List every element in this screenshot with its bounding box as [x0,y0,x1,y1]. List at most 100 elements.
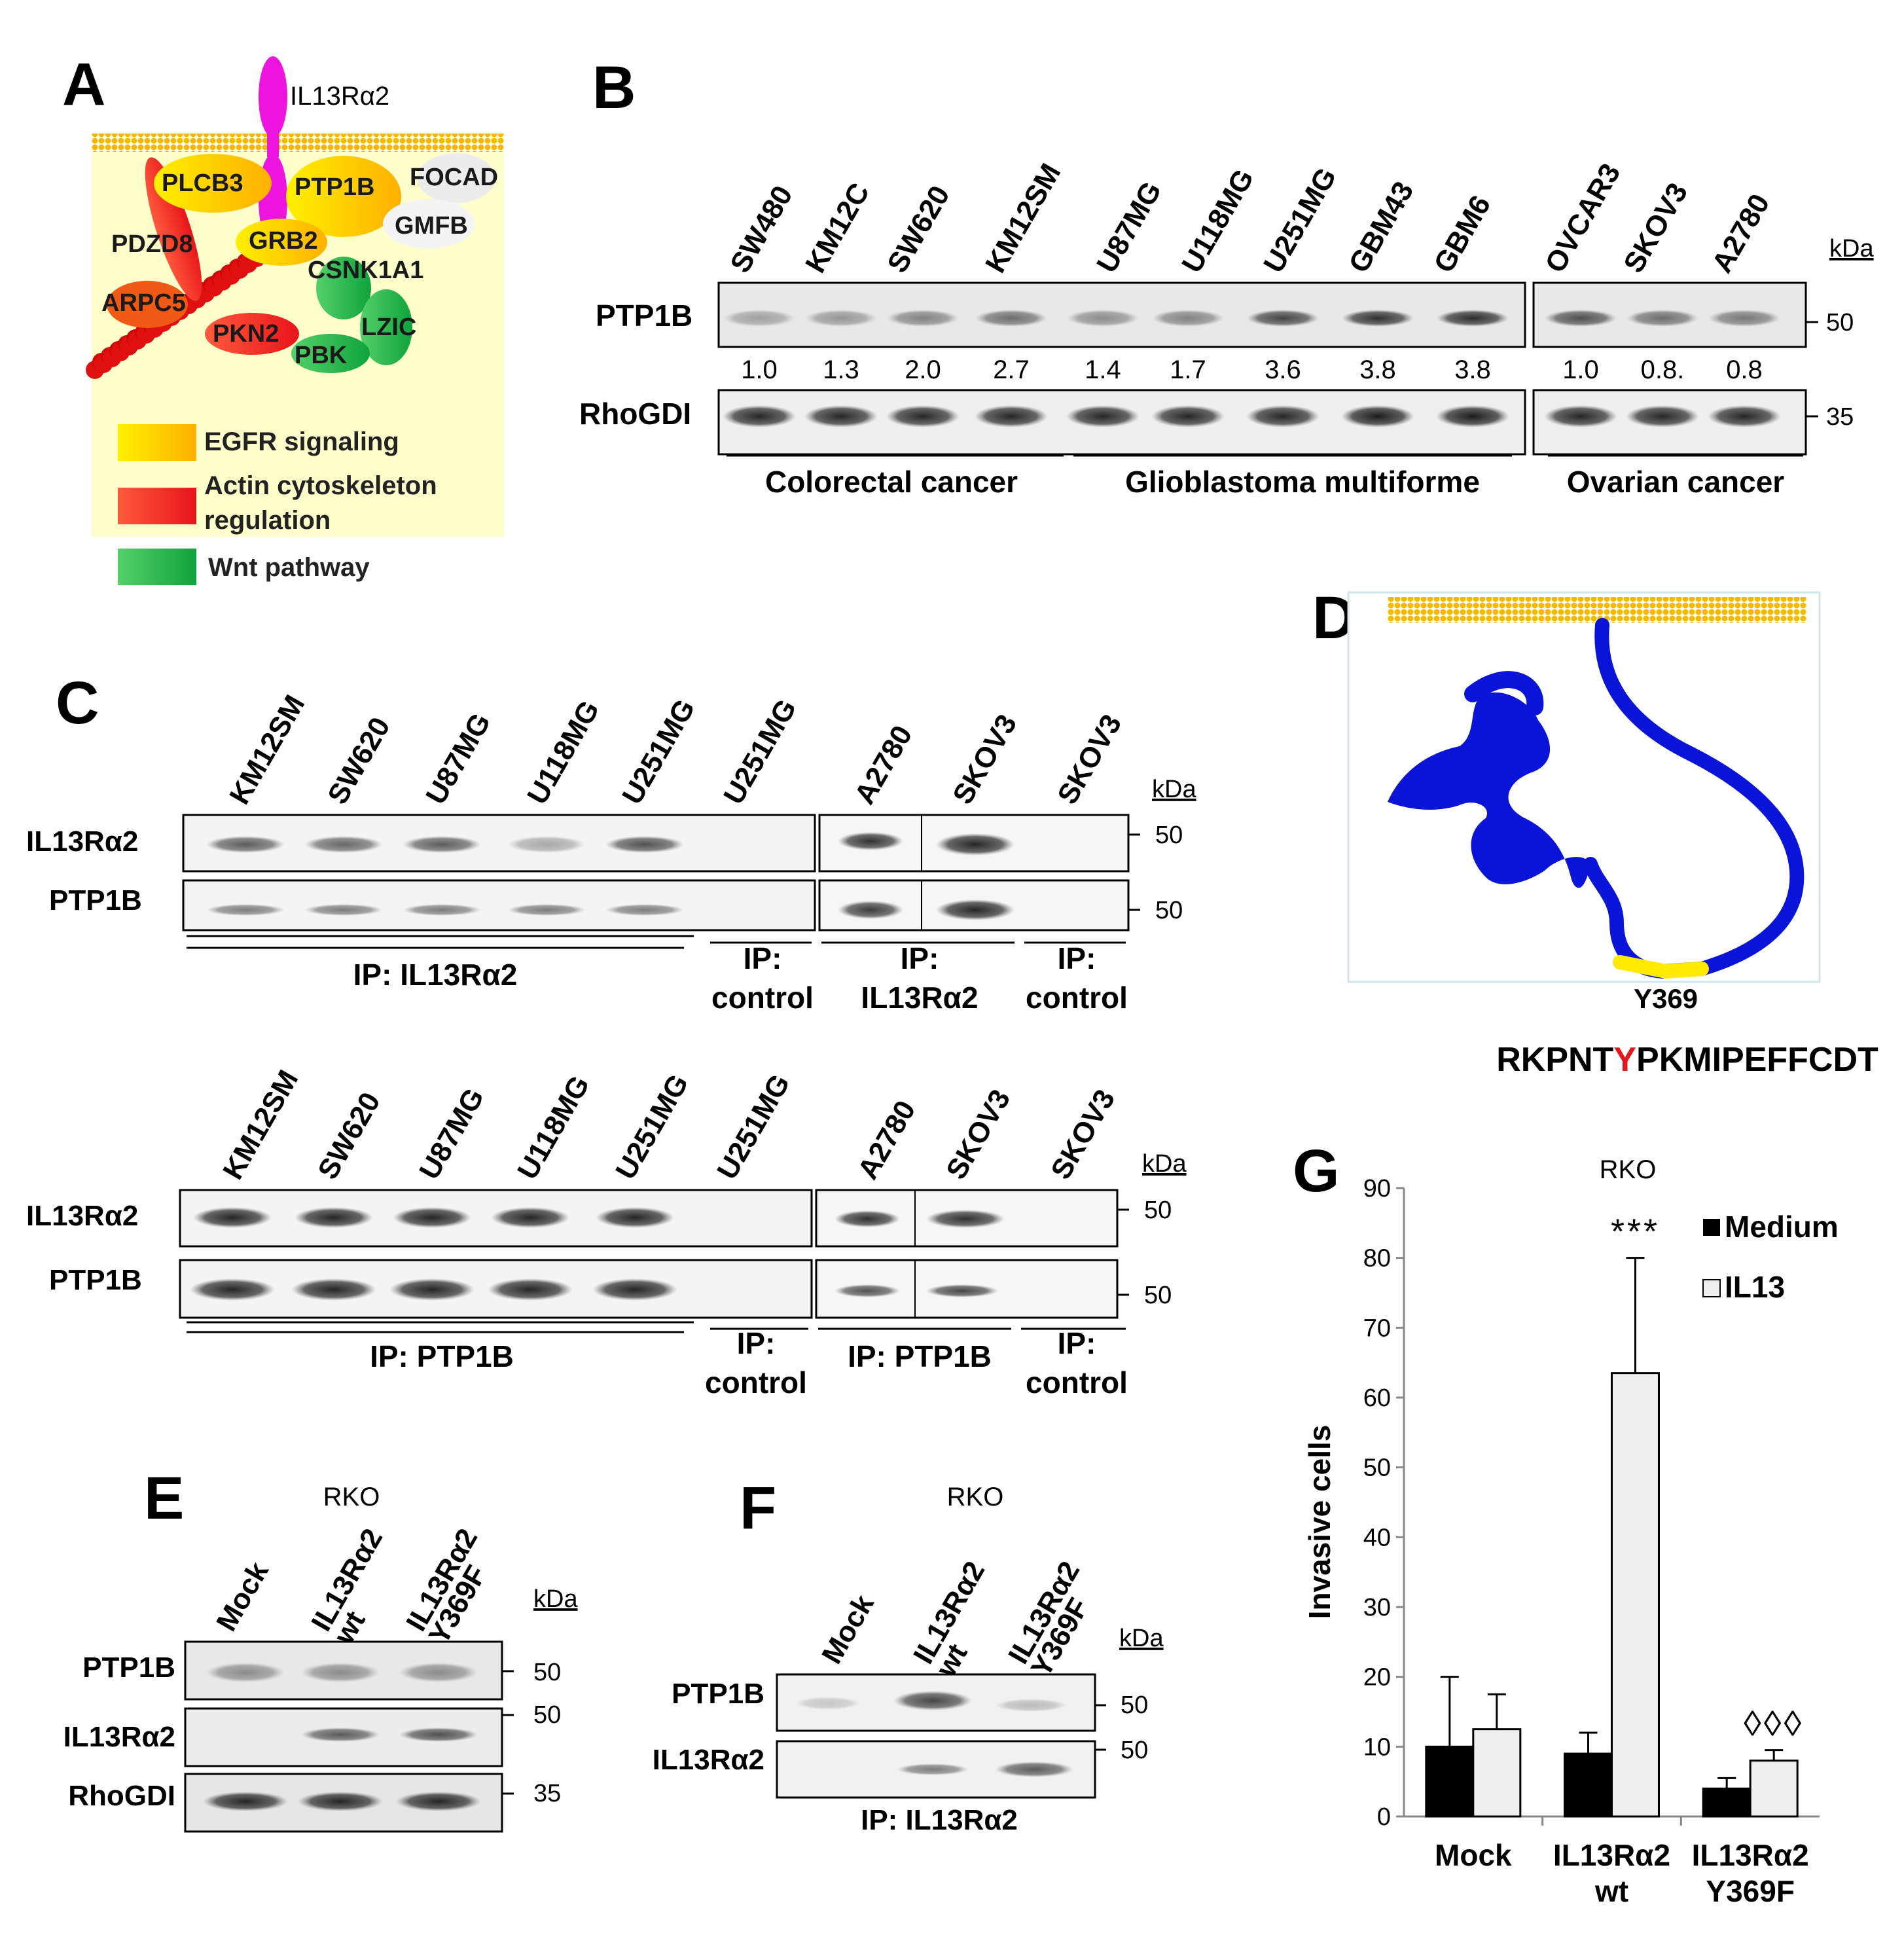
y-tick-label: 70 [1363,1314,1391,1342]
helix-ribbon [1388,692,1590,888]
il13-band [301,1727,380,1742]
blot-b-lane-label-line: U87MG [1090,176,1168,278]
row-label-c-top-il13: IL13Rα2 [26,825,138,858]
blot-c-top-lane-label: U118MG [521,695,605,810]
kda-label-e: kDa [533,1585,578,1613]
blot-c-bot-lane-label-line: SW620 [312,1087,387,1185]
blot-b-lane-label: SW480 [724,181,799,278]
y-axis-label: Invasive cells [1302,1425,1337,1619]
quant-value: 0.8 [1726,355,1763,384]
quant-value: 1.3 [823,355,859,384]
row-label-e-ptp1b: PTP1B [82,1652,175,1684]
rhogdi-band [723,405,796,427]
legend-label-actin-2: regulation [204,506,331,535]
ptp1b-band [1708,310,1780,327]
y-tick-label: 30 [1363,1594,1391,1621]
il13-band [403,836,481,853]
blot-b-lane-label: SW620 [881,181,956,278]
blot-e-lane-label-line: Mock [210,1557,275,1636]
lzic-shape [360,289,412,365]
rhogdi-band [975,405,1048,427]
rhogdi-band [886,405,960,427]
blot-c-bot-lane-label: SKOV3 [1045,1084,1121,1185]
blot-c-bot-lane-label-line: KM12SM [217,1065,304,1185]
structure-membrane [1388,597,1806,623]
arpc5-shape [107,281,188,328]
bar [1472,1728,1522,1818]
y369-residue [1613,955,1709,979]
cell-line-f: RKO [947,1483,1004,1511]
blot-e-lane-label: Mock [210,1557,275,1636]
blot-f-lane-label: Mock [816,1589,880,1669]
ip-label-c-top-3: control [711,981,814,1015]
panel-letter-c: C [56,670,99,736]
panel-g: G RKO Invasive cells 0102030405060708090… [1293,1138,1839,1908]
ptp1b-shape [286,156,401,237]
blot-c-top-ptp1b-left [182,879,816,931]
receptor-shape [259,56,287,137]
ptp1b-band [926,1284,998,1297]
ptp1b-band [399,1663,478,1682]
row-label-c-bot-ptp1b: PTP1B [49,1264,142,1296]
ptp1b-band [1626,310,1698,327]
group-label-colorectal: Colorectal cancer [765,465,1018,499]
y-tick-label: 90 [1363,1175,1391,1202]
blot-c-top-lane-label: SW620 [321,712,397,810]
blot-c-top-lane-label: U87MG [420,708,497,810]
cell-line-e: RKO [323,1483,380,1511]
il13-band [304,836,383,853]
quant-value: 1.0 [741,355,778,384]
blot-c-top-lane-label: U251MG [717,694,802,810]
csnk1a1-shape [316,257,371,319]
protein-label-pbk: PBK [295,342,348,369]
marker-35-b: 35 [1826,403,1854,431]
protein-label-ptp1b: PTP1B [295,173,374,201]
ptp1b-band [507,904,586,916]
blot-c-bot-lane-label: U87MG [413,1083,490,1185]
blot-c-bot-lane-label-line: U87MG [413,1083,490,1185]
y-tick-label: 80 [1363,1245,1391,1273]
receptor-label: IL13Rα2 [290,82,389,111]
row-label-ptp1b-b: PTP1B [596,298,692,333]
legend-label-actin: Actin cytoskeleton [204,471,437,500]
blot-e-lane-label: IL13Rα2wt [305,1523,412,1650]
legend-swatch-egfr [118,424,196,461]
y-tick-label: 0 [1377,1803,1391,1831]
residue-label: Y369 [1634,983,1698,1014]
il13-band [897,1763,969,1775]
protein-label-csnk1a1: CSNK1A1 [308,257,423,284]
il13-band [399,1727,478,1742]
rhogdi-band [1341,405,1414,427]
ptp1b-band [301,1663,380,1682]
ptp1b-band [592,1278,677,1301]
protein-label-focad: FOCAD [410,164,498,191]
protein-label-plcb3: PLCB3 [162,170,243,197]
grb2-shape [236,219,327,266]
blot-f-lane-label: IL13Rα2Y369F [1002,1556,1109,1682]
legend-swatch-actin [118,488,196,524]
blot-c-bot-il13-left [179,1189,813,1248]
ip-label-c-top-5: IL13Rα2 [861,981,978,1015]
legend-label-egfr: EGFR signaling [204,427,399,456]
legend-label-medium: Medium [1725,1210,1839,1244]
bar [1611,1372,1660,1818]
panel-letter-a: A [62,51,105,118]
marker-e-3: 35 [533,1780,561,1807]
peptide-sequence: RKPNTYPKMIPEFFCDT [1496,1041,1878,1079]
panel-letter-e: E [144,1465,184,1532]
chart-title: RKO [1600,1155,1657,1184]
il13-band [393,1207,471,1228]
legend-label-il13: IL13 [1725,1270,1785,1304]
ptp1b-band [975,310,1047,327]
protein-label-arpc5: ARPC5 [101,289,186,317]
il13-band [596,1207,674,1228]
blot-c-bot-lane-label-line: A2780 [852,1095,922,1185]
blot-c-top-lane-label: SKOV3 [946,709,1023,810]
quant-value: 3.8 [1454,355,1491,384]
ip-label-c-bot-3: control [705,1365,807,1400]
marker-c-bot-2: 50 [1144,1282,1172,1309]
